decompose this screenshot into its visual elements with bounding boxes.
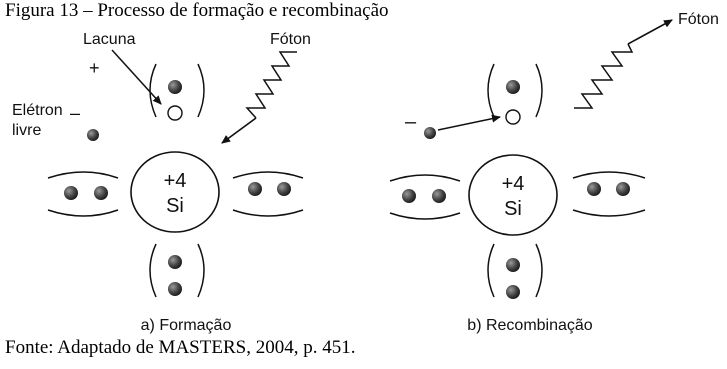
bond-electron xyxy=(277,182,291,196)
hole xyxy=(505,109,521,125)
figure-source: Fonte: Adaptado de MASTERS, 2004, p. 451… xyxy=(5,337,356,358)
electron-label-line2: livre xyxy=(12,122,41,139)
bond-electron xyxy=(402,189,416,203)
bond-electron xyxy=(248,182,262,196)
left-bond xyxy=(389,174,461,220)
bond-electron xyxy=(432,189,446,203)
panel-recombinacao: Fóton – xyxy=(389,11,719,334)
bond-electron xyxy=(506,258,520,272)
photon-wave xyxy=(245,51,297,119)
bond-electron xyxy=(587,182,601,196)
electron-label-line1: Elétron xyxy=(12,102,63,119)
free-electron xyxy=(424,127,436,139)
hole-pointer-arrow xyxy=(111,49,162,105)
panel-b-subtitle: b) Recombinação xyxy=(467,317,593,334)
photon-arrow xyxy=(221,117,257,144)
hole-label: Lacuna xyxy=(83,31,136,48)
atom-charge: +4 xyxy=(164,170,187,192)
bond-electron xyxy=(506,285,520,299)
free-electron xyxy=(87,129,99,141)
bond-electron xyxy=(94,186,108,200)
left-bond xyxy=(47,171,119,217)
recombination-arrow xyxy=(437,114,501,131)
bond-electron xyxy=(168,255,182,269)
photon-arrow xyxy=(627,19,673,45)
bond-electron xyxy=(616,182,630,196)
top-bond xyxy=(487,63,543,125)
bond-electron xyxy=(168,80,182,94)
right-bond xyxy=(572,171,646,217)
bottom-bond xyxy=(487,243,543,299)
silicon-atom xyxy=(130,151,220,233)
photon-wave xyxy=(574,43,634,109)
figure-caption: Figura 13 – Processo de formação e recom… xyxy=(5,0,389,21)
silicon-atom xyxy=(468,154,558,236)
bond-electron xyxy=(64,186,78,200)
bond-electron xyxy=(168,282,182,296)
panel-formacao: Lacuna + Fóton Elétron livre – xyxy=(12,31,311,334)
photon-label: Fóton xyxy=(678,11,719,28)
atom-symbol: Si xyxy=(504,198,522,220)
plus-sign: + xyxy=(89,58,100,78)
right-bond xyxy=(232,171,304,217)
top-bond xyxy=(149,63,205,121)
minus-sign: – xyxy=(70,103,80,123)
minus-sign: – xyxy=(405,111,417,133)
bottom-bond xyxy=(149,243,205,298)
bond-electron xyxy=(506,80,520,94)
atom-charge: +4 xyxy=(502,173,525,195)
hole xyxy=(167,105,183,121)
atom-symbol: Si xyxy=(166,195,184,217)
photon-label: Fóton xyxy=(270,31,311,48)
panel-a-subtitle: a) Formação xyxy=(141,317,232,334)
